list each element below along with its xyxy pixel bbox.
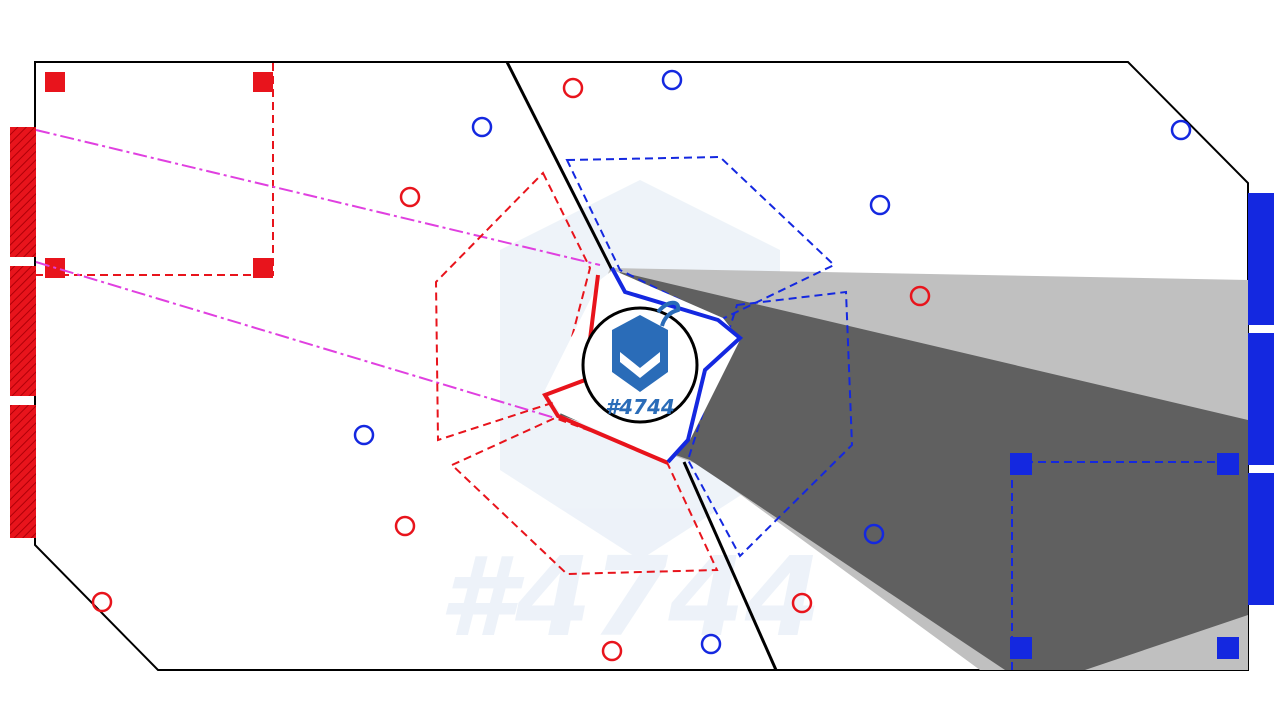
blue-corner-marker: [1217, 637, 1239, 659]
team-logo: #4744: [605, 300, 681, 419]
blue-ring: [471, 116, 493, 138]
blue-dashed-zone: [686, 290, 854, 558]
red-ring: [909, 285, 931, 307]
red-corner-marker: [253, 72, 273, 92]
blue-ring: [661, 69, 683, 91]
red-goal: [10, 127, 36, 257]
red-dashed-zone: [434, 171, 592, 442]
blue-goals: [1248, 193, 1274, 605]
blue-ring: [700, 633, 722, 655]
red-rings: [91, 77, 931, 662]
red-ring: [562, 77, 584, 99]
sight-line: [35, 129, 601, 266]
watermark-text: #4744: [439, 533, 822, 661]
blue-rings: [353, 69, 1192, 655]
logo-shield-icon: [612, 315, 668, 392]
blue-ring: [353, 424, 375, 446]
hub-blue-edge: [610, 267, 744, 464]
shadow-dark-region: [560, 272, 1248, 670]
center-line-top: [505, 61, 614, 271]
blue-goal: [1248, 333, 1274, 465]
red-corner-marker: [45, 72, 65, 92]
blue-goal: [1248, 193, 1274, 325]
red-ring: [394, 515, 416, 537]
team-number: #4744: [605, 395, 675, 419]
red-corner-marker: [253, 258, 273, 278]
logo-mask-icon: [620, 352, 660, 378]
center-line-bottom: [682, 461, 778, 671]
red-ring: [601, 640, 623, 662]
red-goal: [10, 266, 36, 396]
blue-ring: [869, 194, 891, 216]
blue-corner-marker: [1010, 453, 1032, 475]
red-ring: [91, 591, 113, 613]
red-ring: [791, 592, 813, 614]
blue-ring: [1170, 119, 1192, 141]
logo-swoosh-icon: [656, 300, 681, 327]
red-corner-zone: [35, 62, 274, 278]
blue-ring: [863, 523, 885, 545]
red-dashed-zone: [450, 416, 719, 576]
red-goal: [10, 405, 36, 538]
red-goals: [10, 127, 36, 538]
blue-corner-zone: [1010, 453, 1239, 670]
sight-line: [35, 261, 556, 419]
center-hub: #4744: [542, 267, 744, 465]
blue-corner-marker: [1010, 637, 1032, 659]
blue-goal: [1248, 473, 1274, 605]
red-ring: [399, 186, 421, 208]
blue-corner-marker: [1217, 453, 1239, 475]
